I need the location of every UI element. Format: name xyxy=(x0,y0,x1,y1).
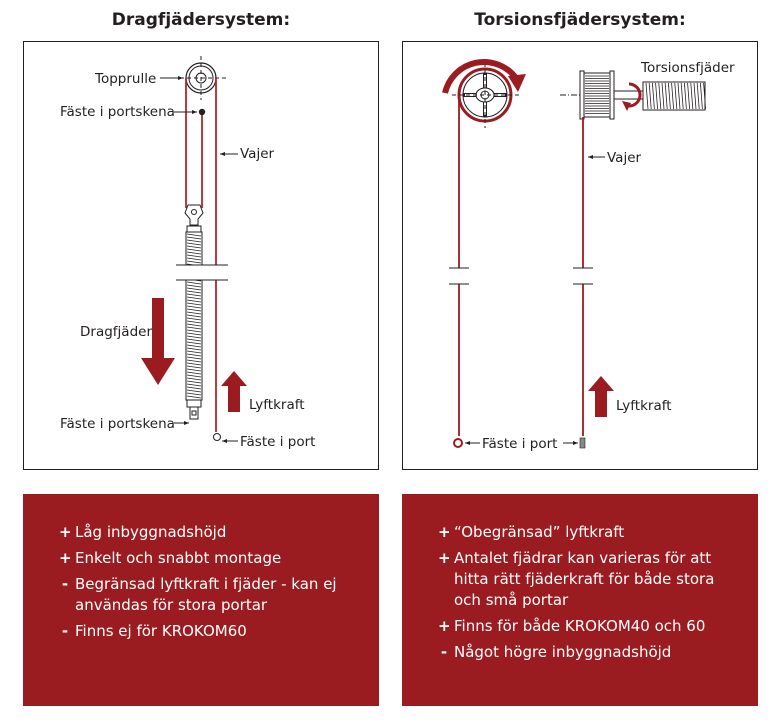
feature-item: +Låg inbyggnadshöjd xyxy=(59,522,359,543)
torsion-spring xyxy=(560,70,706,120)
rail-mount-dot xyxy=(198,108,206,116)
cable xyxy=(185,78,217,432)
feature-text: Finns för både KROKOM40 och 60 xyxy=(454,617,706,635)
label-torsionsfjader: Torsionsfjäder xyxy=(640,60,735,76)
rotation-arrow-icon xyxy=(442,59,519,94)
dragfjader-features: +Låg inbyggnadshöjd +Enkelt och snabbt m… xyxy=(23,494,379,706)
break-lines-right xyxy=(447,267,597,285)
cable-drum-pulley xyxy=(442,59,526,128)
door-mount-eye-left xyxy=(453,438,463,448)
label-faste-port-right: Fäste i port xyxy=(482,436,557,452)
feature-item: +Antalet fjädrar kan varieras för att hi… xyxy=(438,548,738,611)
feature-mark: + xyxy=(59,523,72,541)
feature-mark: + xyxy=(438,617,451,635)
label-vajer-right: Vajer xyxy=(607,150,642,166)
label-faste-portskena-bottom: Fäste i portskena xyxy=(60,416,175,432)
left-labels: Topprulle Fäste i portskena Vajer Dragfj… xyxy=(60,71,315,450)
feature-item: -Begränsad lyftkraft i fjäder - kan ej a… xyxy=(59,574,359,616)
tension-spring xyxy=(184,204,204,420)
label-vajer: Vajer xyxy=(240,146,275,162)
label-faste-port: Fäste i port xyxy=(240,434,315,450)
feature-mark: + xyxy=(59,549,72,567)
feature-text: Finns ej för KROKOM60 xyxy=(75,622,247,640)
dragfjader-title: Dragfjädersystem: xyxy=(111,10,291,30)
label-dragfjader: Dragfjäder xyxy=(80,324,152,340)
lift-arrow-icon xyxy=(221,371,247,412)
feature-text: “Obegränsad” lyftkraft xyxy=(454,523,625,541)
down-arrow-icon xyxy=(141,298,175,385)
feature-text: Antalet fjädrar kan varieras för att hit… xyxy=(454,549,715,609)
feature-text: Något högre inbyggnadshöjd xyxy=(454,643,672,661)
feature-mark: + xyxy=(438,523,451,541)
label-faste-portskena-top: Fäste i portskena xyxy=(60,104,175,120)
torsionsfjader-features: +“Obegränsad” lyftkraft +Antalet fjädrar… xyxy=(402,494,758,706)
feature-text: Låg inbyggnadshöjd xyxy=(75,523,227,541)
break-lines xyxy=(176,264,228,281)
feature-item: -Finns ej för KROKOM60 xyxy=(59,621,359,642)
twist-arrow-icon xyxy=(628,82,642,108)
label-lyftkraft: Lyftkraft xyxy=(249,397,305,413)
feature-mark: - xyxy=(61,622,69,640)
right-labels: Torsionsfjäder Vajer Lyftkraft Fäste i p… xyxy=(465,60,735,452)
feature-item: +Enkelt och snabbt montage xyxy=(59,548,359,569)
lift-arrow-icon-right xyxy=(588,376,614,417)
feature-item: +Finns för både KROKOM40 och 60 xyxy=(438,616,738,637)
feature-mark: - xyxy=(440,643,448,661)
door-mount-eye xyxy=(213,433,221,441)
feature-item: +“Obegränsad” lyftkraft xyxy=(438,522,738,543)
feature-text: Enkelt och snabbt montage xyxy=(75,549,282,567)
top-pulley xyxy=(180,56,228,100)
torsionsfjader-title: Torsionsfjädersystem: xyxy=(474,10,686,30)
feature-mark: + xyxy=(438,549,451,567)
label-lyftkraft-right: Lyftkraft xyxy=(616,398,672,414)
door-mount-right xyxy=(579,437,586,449)
feature-text: Begränsad lyftkraft i fjäder - kan ej an… xyxy=(75,575,337,614)
feature-mark: - xyxy=(61,575,69,593)
feature-item: -Något högre inbyggnadshöjd xyxy=(438,642,738,663)
label-topprulle: Topprulle xyxy=(94,71,156,87)
